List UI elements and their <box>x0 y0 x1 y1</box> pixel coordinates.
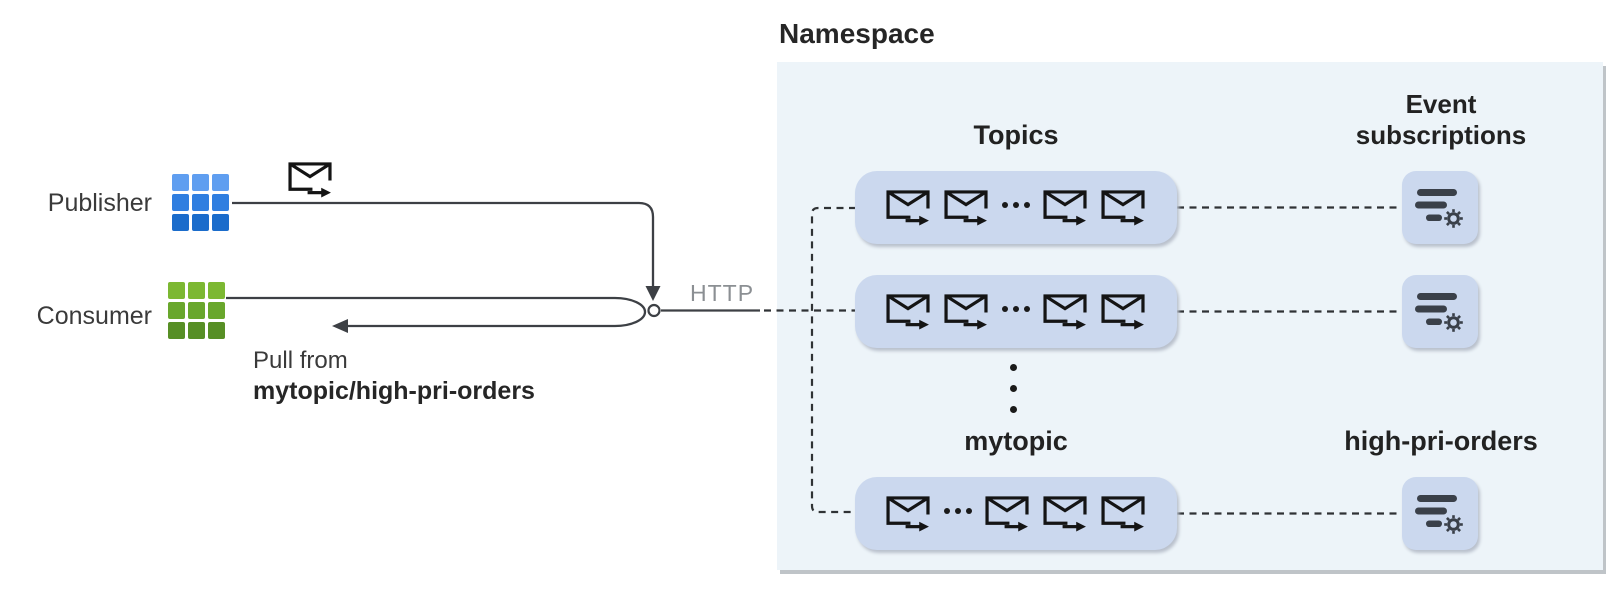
envelope-arrow-icon <box>944 293 989 330</box>
event-subscriptions-heading-line1: Event <box>1405 89 1477 119</box>
event-subscriptions-heading: Event subscriptions <box>1326 89 1556 151</box>
publisher-label: Publisher <box>47 189 152 217</box>
ellipsis-icon <box>944 507 972 514</box>
topic-box-2 <box>855 275 1177 348</box>
envelope-arrow-icon <box>944 189 989 226</box>
envelope-arrow-icon <box>886 293 931 330</box>
envelope-arrow-icon <box>1043 189 1088 226</box>
consumer-app-icon <box>168 282 225 339</box>
envelope-arrow-icon <box>886 189 931 226</box>
envelope-arrow-icon <box>1043 495 1088 532</box>
down-arrowhead <box>645 286 661 301</box>
ellipsis-icon <box>1002 305 1030 312</box>
ellipsis-icon <box>1002 201 1030 208</box>
envelope-arrow-icon <box>1101 495 1146 532</box>
topic-box-1 <box>855 171 1177 244</box>
event-subscription-tile-1 <box>1402 171 1478 244</box>
envelope-arrow-icon <box>288 161 333 198</box>
topic-box-mytopic <box>855 477 1177 550</box>
envelope-arrow-icon <box>985 495 1030 532</box>
event-subscription-icon <box>1402 171 1478 244</box>
consumer-label: Consumer <box>36 302 152 330</box>
envelope-arrow-icon <box>886 495 931 532</box>
http-endpoint-node <box>647 303 661 318</box>
topics-branch-dashed-line <box>810 206 856 514</box>
mytopic-heading: mytopic <box>964 426 1068 456</box>
pull-from-path-text: mytopic/high-pri-orders <box>253 377 535 405</box>
envelope-arrow-icon <box>1043 293 1088 330</box>
event-subscription-tile-high-pri-orders <box>1402 477 1478 550</box>
namespace-title: Namespace <box>779 18 935 49</box>
topics-heading: Topics <box>973 120 1059 150</box>
high-pri-orders-heading: high-pri-orders <box>1344 426 1538 456</box>
consumer-return-line <box>226 296 647 328</box>
event-subscriptions-heading-line2: subscriptions <box>1355 120 1527 150</box>
publisher-flow-line <box>232 201 655 286</box>
envelope-arrow-icon <box>1101 293 1146 330</box>
envelope-arrow-icon <box>1101 189 1146 226</box>
event-subscription-icon <box>1402 477 1478 550</box>
event-subscription-tile-2 <box>1402 275 1478 348</box>
left-arrowhead <box>332 319 348 333</box>
vertical-ellipsis-icon <box>1010 364 1017 413</box>
event-subscription-icon <box>1402 275 1478 348</box>
publisher-app-icon <box>172 174 229 231</box>
http-label: HTTP <box>690 280 755 306</box>
pull-from-text: Pull from <box>253 347 348 374</box>
